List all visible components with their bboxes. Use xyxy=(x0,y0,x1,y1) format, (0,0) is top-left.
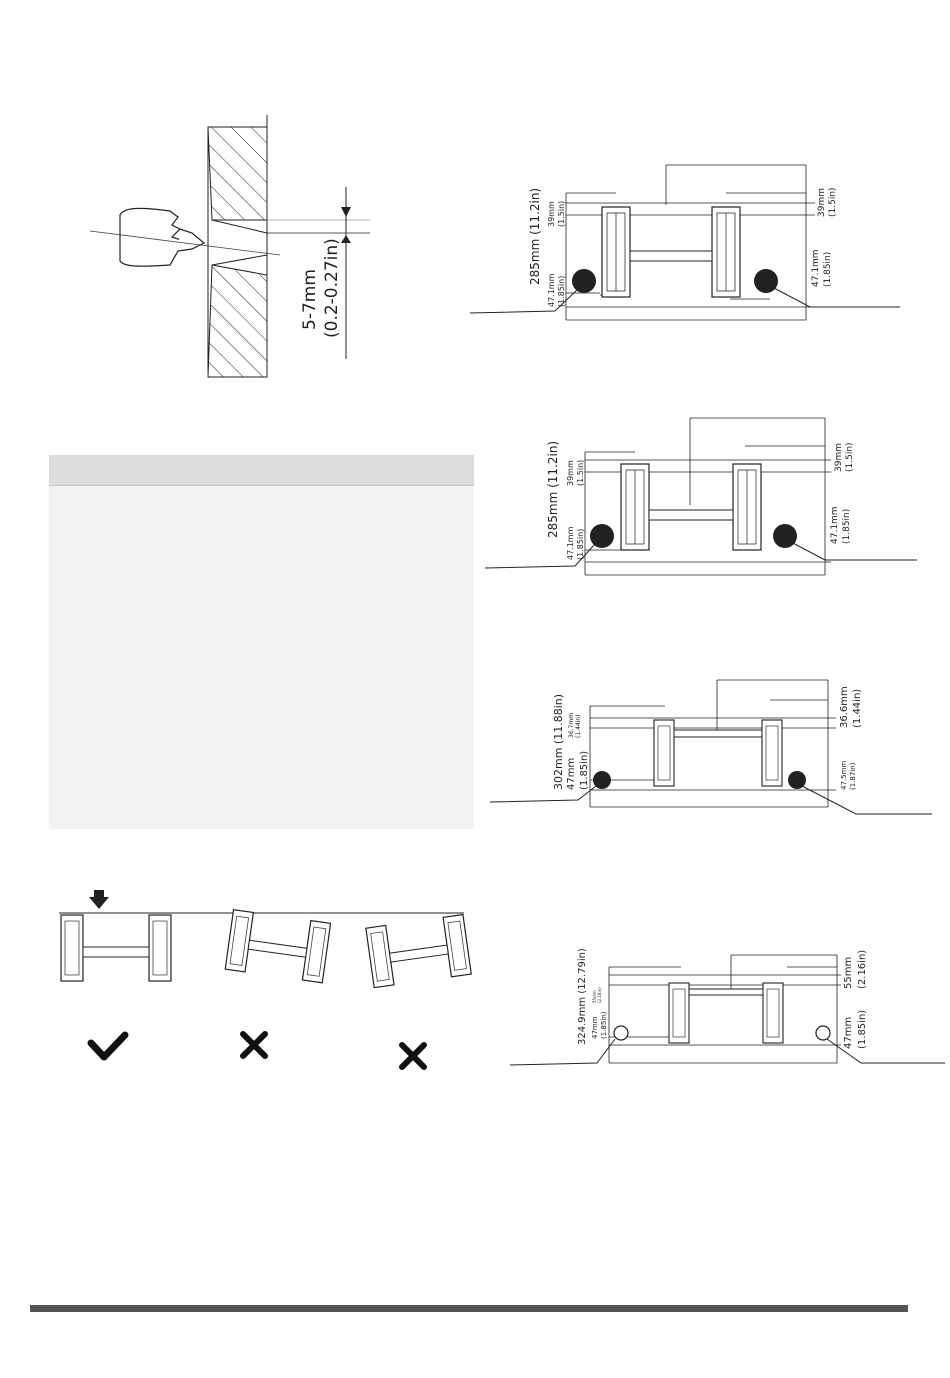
bot-right-dim-in: (1.85in) xyxy=(823,252,833,287)
mounting-layout-4: 324.9mm (12.79in) 55mm (2.16in) 47mm (1.… xyxy=(509,948,945,1066)
bot-right-dim-mm: 47mm xyxy=(843,1017,854,1049)
top-left-dim-in: (1.44in) xyxy=(575,714,582,738)
anchor-hole-left xyxy=(593,771,611,789)
mounting-layout-3: 302mm (11.88in) 36.7mm (1.44in) 47mm (1.… xyxy=(489,679,932,815)
mounting-layout-2: 285mm (11.2in) 39mm (1.5in) 47.1mm (1.85… xyxy=(484,417,917,576)
anchor-hole-right xyxy=(773,524,797,548)
top-right-dim-mm: 36.6mm xyxy=(839,686,850,728)
top-right-dim-mm: 39mm xyxy=(834,443,844,472)
top-left-dim-mm: 39mm xyxy=(566,460,575,486)
bracket-crossbar xyxy=(629,250,713,262)
wall-lower-section xyxy=(207,264,268,378)
bot-right-dim-mm: 47.1mm xyxy=(830,506,840,544)
check-icon xyxy=(87,1031,129,1061)
bot-right-dim-in: (1.85in) xyxy=(857,1010,868,1049)
top-right-dim-in: (1.5in) xyxy=(828,187,838,217)
bot-left-dim-in: (1.85in) xyxy=(557,276,566,307)
cross-icon xyxy=(399,1042,427,1070)
bracket-tilted-left xyxy=(224,909,332,984)
arrow-down-icon xyxy=(89,890,109,909)
anchor-hole-left xyxy=(590,524,614,548)
height-label: 285mm (11.2in) xyxy=(528,188,542,285)
bot-left-dim-in: (1.85in) xyxy=(576,529,585,560)
anchor-hole-right xyxy=(815,1025,831,1041)
bot-right-dim-in: (1.85in) xyxy=(842,509,852,544)
bot-right-dim-mm: 47.5mm xyxy=(840,761,848,790)
height-label: 324.9mm (12.79in) xyxy=(577,948,588,1045)
cross-icon xyxy=(240,1031,268,1059)
top-left-dim-in: (1.5in) xyxy=(576,460,585,486)
wall-bracket-right xyxy=(762,982,784,1044)
bot-left-dim-mm: 47.1mm xyxy=(566,526,575,560)
top-right-dim-mm: 55mm xyxy=(843,957,854,989)
bracket-crossbar xyxy=(688,988,764,996)
bracket-tilted-right xyxy=(365,913,472,989)
anchor-hole-right xyxy=(754,269,778,293)
wall-upper-section xyxy=(207,126,268,221)
alignment-examples xyxy=(59,890,472,1070)
bot-left-dim-mm: 47.1mm xyxy=(547,273,556,307)
top-left-dim-mm: 36.7mm xyxy=(568,713,575,738)
wall-bracket-left xyxy=(653,719,675,787)
bot-left-dim-mm: 47mm xyxy=(591,1016,599,1039)
drill-dim-in: (0.2-0.27in) xyxy=(322,238,342,338)
wall-bracket-left xyxy=(620,463,650,551)
wall-bracket-left xyxy=(668,982,690,1044)
wall-bracket-right xyxy=(711,206,741,298)
height-label: 302mm (11.88in) xyxy=(552,694,565,790)
top-right-dim-in: (2.16in) xyxy=(857,950,868,989)
bot-right-dim-in: (1.87in) xyxy=(849,762,857,790)
bot-left-dim-mm: 47mm xyxy=(566,758,577,790)
info-box-header xyxy=(49,455,474,486)
bracket-crossbar xyxy=(648,509,734,521)
bracket-crossbar xyxy=(673,729,763,738)
anchor-hole-left xyxy=(572,269,596,293)
bracket-level xyxy=(60,914,172,982)
bot-left-dim-in: (1.85in) xyxy=(579,751,590,790)
top-right-dim-in: (1.44in) xyxy=(852,689,863,728)
info-box xyxy=(49,455,474,829)
footer-bar xyxy=(30,1305,908,1312)
top-right-dim-in: (1.5in) xyxy=(845,442,855,472)
top-right-dim-mm: 39mm xyxy=(817,188,827,217)
anchor-hole-left xyxy=(613,1025,629,1041)
top-left-dim-in: (1.5in) xyxy=(557,201,566,227)
wall-bracket-left xyxy=(601,206,631,298)
wall-bracket-right xyxy=(761,719,783,787)
anchor-hole-right xyxy=(788,771,806,789)
wall-bracket-right xyxy=(732,463,762,551)
drill-bit xyxy=(119,207,185,267)
top-left-dim-mm: 39mm xyxy=(547,201,556,227)
top-left-dim-mm: 55mm xyxy=(592,990,597,1003)
drill-hole-diagram: 5-7mm (0.2-0.27in) xyxy=(89,115,370,378)
height-label: 285mm (11.2in) xyxy=(546,441,560,538)
drill-dim-mm: 5-7mm xyxy=(300,269,320,330)
bot-right-dim-mm: 47.1mm xyxy=(811,249,821,287)
bot-left-dim-in: (1.85in) xyxy=(600,1011,608,1039)
top-left-dim-in: (2.16in) xyxy=(597,987,602,1003)
mounting-layout-1: 285mm (11.2in) 39mm (1.5in) 47.1mm (1.85… xyxy=(469,164,900,321)
